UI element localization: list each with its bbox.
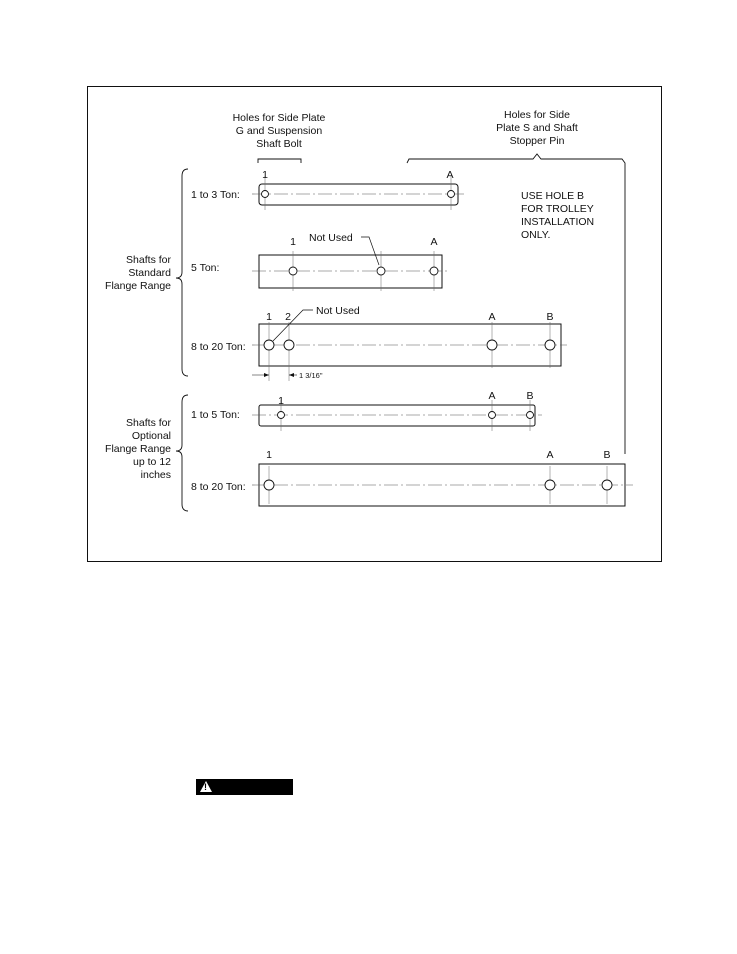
note-line1: USE HOLE B <box>521 190 584 202</box>
row5-holeB-label: B <box>603 449 610 461</box>
row1-label: 1 to 3 Ton: <box>191 189 240 201</box>
row2-not-used-callout: Not Used <box>309 232 353 244</box>
warning-triangle-icon <box>200 781 212 792</box>
row3-holeB <box>544 339 556 351</box>
row3-callout-leader <box>272 309 313 342</box>
row1-shaft <box>258 183 459 206</box>
right-header-line3: Stopper Pin <box>510 135 565 147</box>
row2-callout-leader <box>361 236 380 266</box>
note-line2: FOR TROLLEY <box>521 203 594 215</box>
left-header-line3: Shaft Bolt <box>256 138 302 150</box>
note-line4: ONLY. <box>521 229 550 241</box>
row3-hole2 <box>283 339 295 351</box>
row2-hole1 <box>288 266 298 276</box>
row2-holeA-label: A <box>430 236 437 248</box>
warning-exclamation: ! <box>204 782 207 792</box>
left-header-bracket <box>257 158 302 163</box>
row5-holeB <box>601 479 613 491</box>
row3-label: 8 to 20 Ton: <box>191 341 246 353</box>
row3-dimension <box>252 373 297 377</box>
row5-label: 8 to 20 Ton: <box>191 481 246 493</box>
standard-group-brace <box>175 168 189 377</box>
row5-holeA <box>544 479 556 491</box>
row5-hole1-label: 1 <box>266 449 272 461</box>
optional-group-line5: inches <box>141 469 171 481</box>
row1-hole1 <box>261 190 269 198</box>
row2-shaft <box>258 254 443 289</box>
standard-group-line1: Shafts for <box>126 254 171 266</box>
warning-banner: ! <box>196 779 293 795</box>
row2-label: 5 Ton: <box>191 262 219 274</box>
right-header-bracket <box>406 153 626 454</box>
left-header-line2: G and Suspension <box>236 125 323 137</box>
standard-group-line3: Flange Range <box>105 280 171 292</box>
row4-holeA-label: A <box>488 390 495 402</box>
row2-hole-unused <box>376 266 386 276</box>
shaft-hole-diagram: Holes for Side Plate G and Suspension Sh… <box>105 109 633 512</box>
row4-label: 1 to 5 Ton: <box>191 409 240 421</box>
row3-dimension-label: 1 3/16" <box>299 371 323 380</box>
row4-holeB <box>526 411 534 419</box>
row3-hole1 <box>263 339 275 351</box>
row3-hole2-label: 2 <box>285 311 291 323</box>
row5-hole1 <box>263 479 275 491</box>
optional-group-brace <box>175 394 189 512</box>
standard-group-line2: Standard <box>128 267 171 279</box>
row3-not-used-callout: Not Used <box>316 305 360 317</box>
row5-holeA-label: A <box>546 449 553 461</box>
row4-holeA <box>488 411 496 419</box>
row3-holeB-label: B <box>546 311 553 323</box>
optional-group-line4: up to 12 <box>133 456 171 468</box>
row1-holeA <box>447 190 455 198</box>
note-line3: INSTALLATION <box>521 216 594 228</box>
row3-holeA-label: A <box>488 311 495 323</box>
row4-holeB-label: B <box>526 390 533 402</box>
row3-hole1-label: 1 <box>266 311 272 323</box>
right-header-line1: Holes for Side <box>504 109 570 121</box>
row4-shaft <box>258 404 536 427</box>
optional-group-line2: Optional <box>132 430 171 442</box>
figure-frame <box>87 86 662 562</box>
row3-holeA <box>486 339 498 351</box>
row4-hole1-label: 1 <box>278 395 284 407</box>
row1-hole1-label: 1 <box>262 169 268 181</box>
row1-holeA-label: A <box>446 169 453 181</box>
row2-holeA <box>429 266 439 276</box>
optional-group-line1: Shafts for <box>126 417 171 429</box>
row4-hole1 <box>277 411 285 419</box>
row2-hole1-label: 1 <box>290 236 296 248</box>
right-header-line2: Plate S and Shaft <box>496 122 578 134</box>
left-header-line1: Holes for Side Plate <box>233 112 326 124</box>
optional-group-line3: Flange Range <box>105 443 171 455</box>
